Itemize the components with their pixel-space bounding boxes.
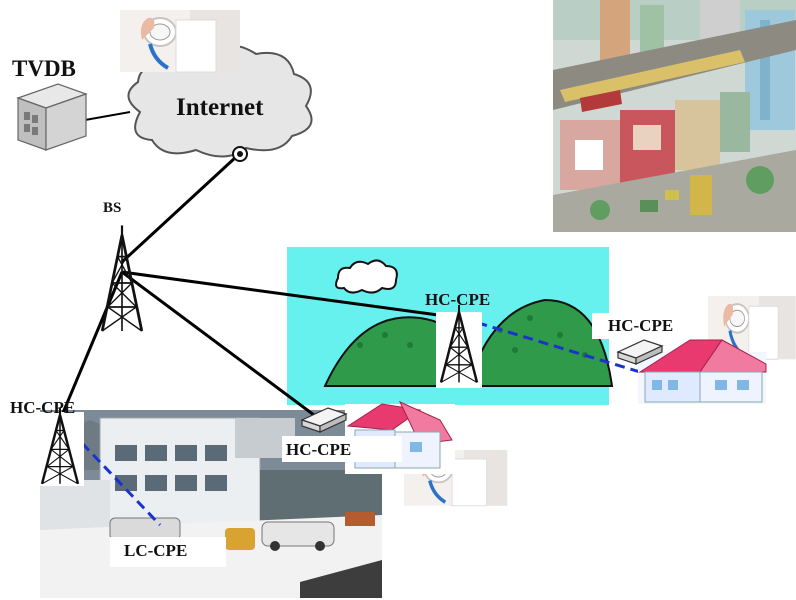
server-icon — [16, 83, 88, 151]
link-bs-hc-left — [58, 271, 124, 421]
bs-label: BS — [103, 200, 122, 216]
small-cloud — [335, 259, 398, 294]
label-backdrop — [110, 537, 226, 567]
link-internet-bs — [120, 155, 238, 264]
hc-cpe-left-label: HC-CPE — [10, 398, 76, 417]
city-illustration — [553, 0, 796, 232]
lc-cpe-label: LC-CPE — [124, 541, 188, 560]
internet-label: Internet — [176, 94, 264, 121]
doctor-photo — [118, 8, 242, 74]
link-tvdb-internet — [84, 111, 131, 121]
tvdb-label: TVDB — [12, 56, 76, 81]
hc-cpe-hill-label: HC-CPE — [425, 290, 491, 309]
hc-cpe-mid-label: HC-CPE — [286, 440, 352, 459]
label-backdrop — [592, 313, 692, 339]
link-bs-hc-hill — [121, 270, 461, 320]
label-backdrop — [282, 436, 402, 462]
network-links — [58, 111, 641, 527]
link-bs-hc-mid — [121, 270, 319, 420]
hc-cpe-right-label: HC-CPE — [608, 316, 674, 335]
house-icon — [638, 339, 767, 404]
